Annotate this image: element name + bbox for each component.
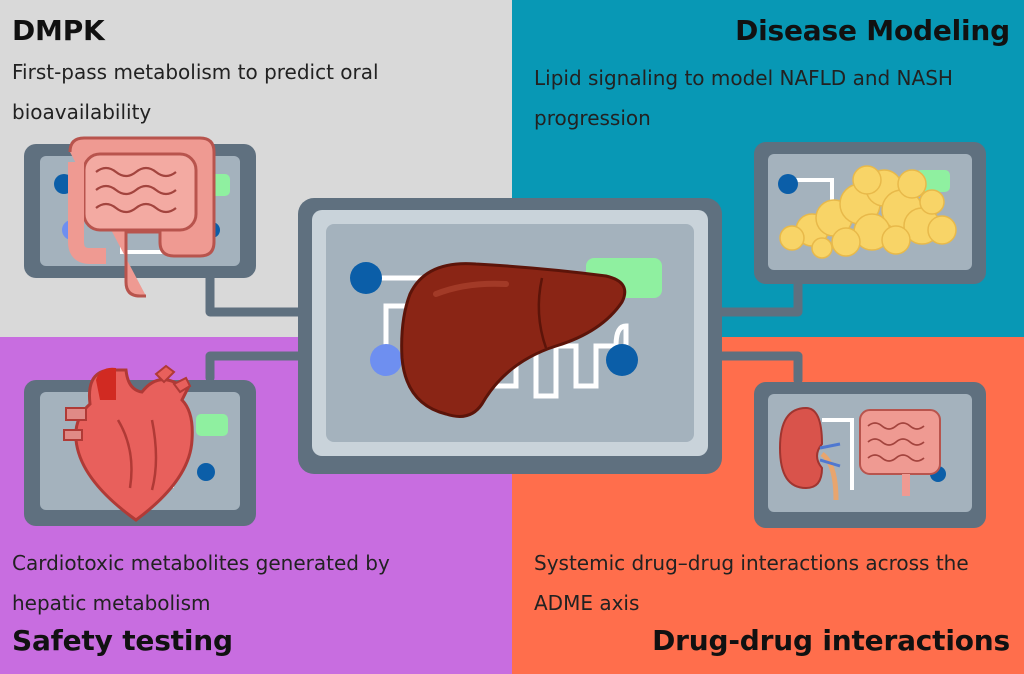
kidney-intestine-icon <box>778 406 941 501</box>
tube-safety <box>205 351 305 383</box>
port-dark <box>350 262 382 294</box>
desc-dmpk: First-pass metabolism to predict oral bi… <box>12 60 379 124</box>
intestine-icon <box>68 136 216 298</box>
desc-disease-modeling: Lipid signaling to model NAFLD and NASH … <box>534 66 953 130</box>
desc-safety-testing: Cardiotoxic metabolites generated by hep… <box>12 551 390 615</box>
title-disease-modeling: Disease Modeling <box>735 14 1010 47</box>
tube-dmpk <box>205 265 305 317</box>
tube-ddi <box>713 351 803 385</box>
desc-drug-drug-interactions: Systemic drug–drug interactions across t… <box>534 551 969 615</box>
title-drug-drug-interactions: Drug-drug interactions <box>652 624 1010 657</box>
port-dark <box>197 463 215 481</box>
title-dmpk: DMPK <box>12 14 105 47</box>
liver-icon <box>400 262 627 418</box>
title-safety-testing: Safety testing <box>12 624 233 657</box>
fat-tissue-icon <box>779 165 957 259</box>
port-dark <box>778 174 798 194</box>
port-light <box>370 344 402 376</box>
heart-icon <box>63 364 194 522</box>
